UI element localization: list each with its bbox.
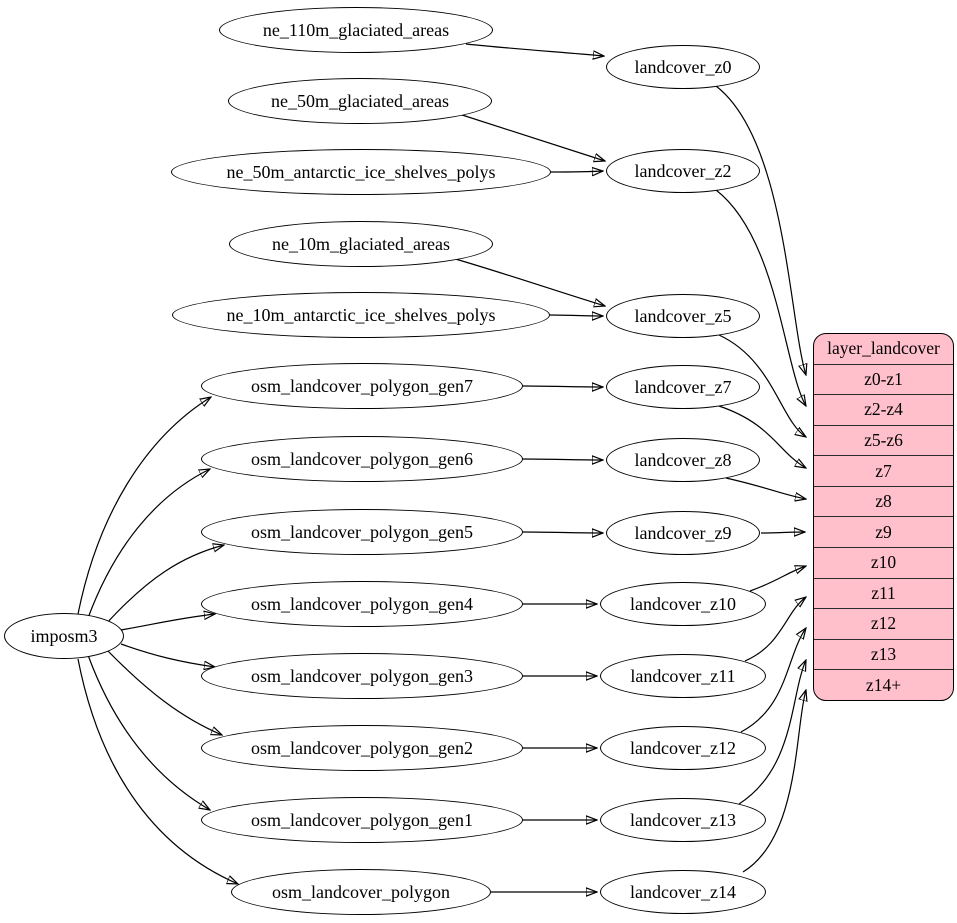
edge-z14-to-row-z14plus: [742, 690, 806, 873]
edge-z13-to-row-z13: [738, 660, 806, 805]
edge-z11-to-row-z11: [744, 597, 806, 662]
edge-z2-to-row-z2-z4: [715, 189, 806, 406]
node-osm-landcover-polygon-gen4: osm_landcover_polygon_gen4: [201, 581, 523, 627]
node-landcover-z9: landcover_z9: [606, 511, 760, 555]
edge-gen6-to-z8: [522, 459, 603, 460]
edge-z5-to-row-z5-z6: [718, 334, 806, 437]
node-imposm3: imposm3: [4, 613, 124, 659]
edge-ne50m-glaciated-to-z2: [458, 113, 605, 161]
edge-z0-to-row-z0-z1: [715, 85, 806, 375]
node-ne-50m-glaciated-areas: ne_50m_glaciated_areas: [228, 78, 492, 124]
table-row-z13: z13: [814, 638, 953, 670]
edge-imposm3-to-gen1: [87, 654, 210, 810]
table-row-z7: z7: [814, 455, 953, 486]
edge-ne10m-glaciated-to-z5: [451, 257, 605, 306]
edge-ne10m-antarctic-to-z5: [549, 315, 603, 316]
edge-imposm3-to-gen6: [87, 469, 210, 619]
edge-imposm3-to-gen4: [120, 614, 215, 631]
node-landcover-z10: landcover_z10: [600, 582, 766, 626]
edge-imposm3-to-gen7: [77, 397, 211, 615]
node-osm-landcover-polygon-gen5: osm_landcover_polygon_gen5: [201, 509, 523, 555]
table-row-z10: z10: [814, 547, 953, 578]
node-landcover-z5: landcover_z5: [606, 294, 760, 338]
edge-imposm3-to-gen2: [105, 648, 222, 735]
node-ne-50m-antarctic-ice-shelves-polys: ne_50m_antarctic_ice_shelves_polys: [171, 149, 551, 195]
table-header-layer-landcover: layer_landcover: [827, 338, 940, 359]
edge-gen5-to-z9: [522, 532, 603, 533]
table-row-z11: z11: [814, 577, 953, 609]
edge-gen7-to-z7: [522, 386, 603, 387]
node-landcover-z8: landcover_z8: [606, 438, 760, 482]
edge-z7-to-row-z7: [718, 405, 806, 468]
table-row-z9: z9: [814, 516, 953, 547]
table-row-z8: z8: [814, 485, 953, 517]
node-osm-landcover-polygon: osm_landcover_polygon: [231, 869, 491, 915]
node-osm-landcover-polygon-gen6: osm_landcover_polygon_gen6: [201, 436, 523, 482]
node-landcover-z7: landcover_z7: [606, 365, 760, 409]
node-ne-10m-antarctic-ice-shelves-polys: ne_10m_antarctic_ice_shelves_polys: [172, 292, 550, 338]
table-row-z12: z12: [814, 608, 953, 639]
edge-ne110m-to-z0: [465, 43, 604, 56]
edge-imposm3-to-gen5: [105, 545, 224, 625]
node-landcover-z14: landcover_z14: [600, 870, 766, 914]
node-landcover-z11: landcover_z11: [600, 654, 766, 698]
node-landcover-z0: landcover_z0: [606, 45, 760, 89]
edge-imposm3-to-gen3: [120, 643, 215, 667]
edge-ne50m-antarctic-to-z2: [550, 171, 603, 172]
node-ne-110m-glaciated-areas: ne_110m_glaciated_areas: [219, 7, 493, 53]
node-ne-10m-glaciated-areas: ne_10m_glaciated_areas: [229, 221, 493, 267]
table-row-z5-z6: z5-z6: [814, 424, 953, 456]
table-layer-landcover: layer_landcover z0-z1 z2-z4 z5-z6 z7 z8 …: [813, 333, 954, 701]
edge-z10-to-row-z10: [749, 566, 806, 592]
table-row-z2-z4: z2-z4: [814, 394, 953, 425]
node-osm-landcover-polygon-gen2: osm_landcover_polygon_gen2: [201, 725, 523, 771]
table-row-z0-z1: z0-z1: [814, 363, 953, 395]
node-landcover-z2: landcover_z2: [606, 149, 760, 193]
table-row-z14plus: z14+: [814, 669, 953, 700]
edge-imposm3-to-polygon: [77, 658, 238, 884]
node-osm-landcover-polygon-gen7: osm_landcover_polygon_gen7: [201, 363, 523, 409]
edge-z12-to-row-z12: [740, 628, 806, 733]
edge-z9-to-row-z9: [760, 532, 805, 533]
node-osm-landcover-polygon-gen1: osm_landcover_polygon_gen1: [201, 797, 523, 843]
node-osm-landcover-polygon-gen3: osm_landcover_polygon_gen3: [201, 653, 523, 699]
edge-z8-to-row-z8: [725, 477, 806, 499]
node-landcover-z12: landcover_z12: [600, 726, 766, 770]
node-landcover-z13: landcover_z13: [600, 798, 766, 842]
